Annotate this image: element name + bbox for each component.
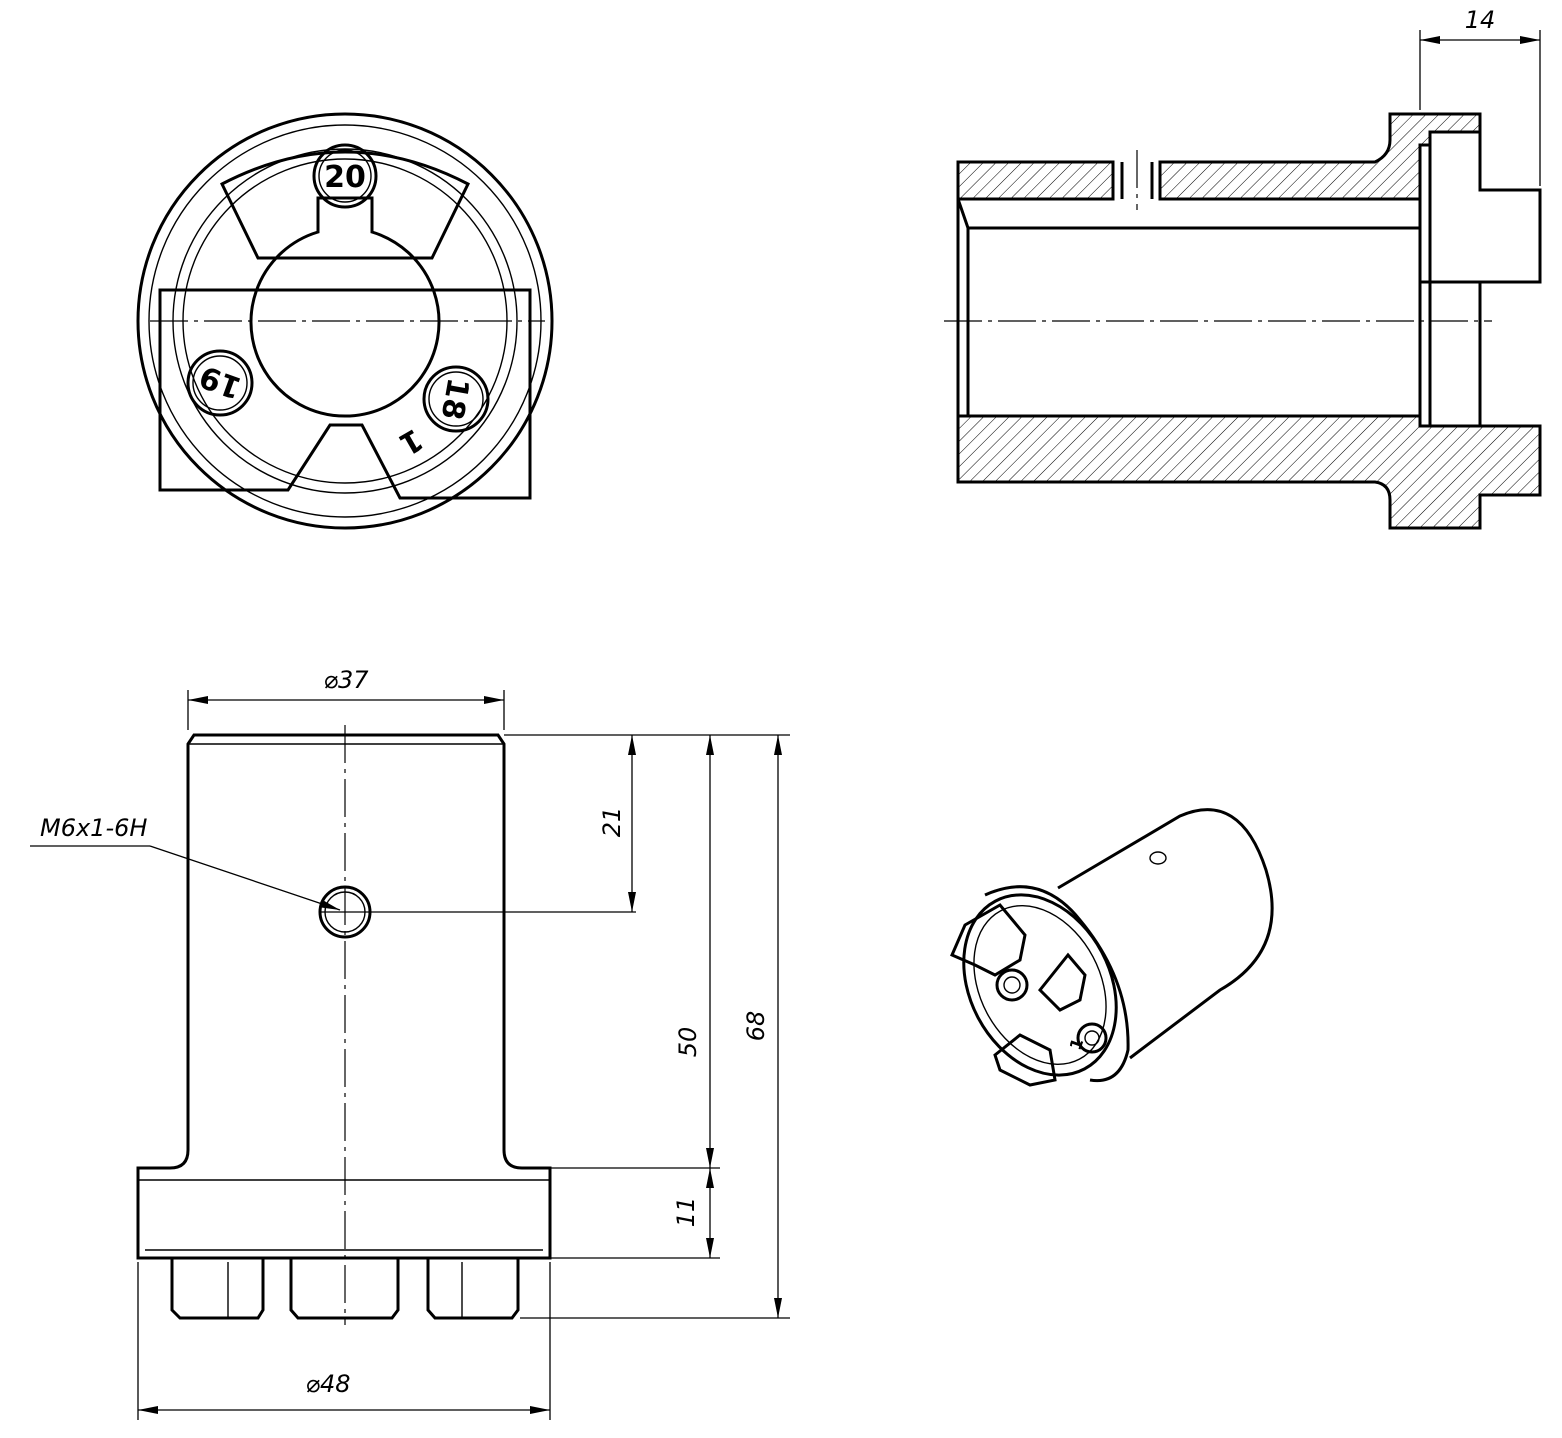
- thread-callout: M6x1-6H: [40, 814, 147, 842]
- front-view: 20 19 18 1: [136, 112, 554, 530]
- dimension-d48: ⌀48: [306, 1370, 351, 1398]
- lower-wall-section: [956, 414, 1542, 530]
- key-dog-sides: [158, 288, 532, 500]
- iso-drive-dog-top: [950, 903, 1027, 977]
- marking-20-circle: [312, 143, 378, 209]
- iso-shank-body: [1057, 808, 1274, 1060]
- marking-18: 18: [434, 375, 476, 422]
- iso-bore-right: [1076, 1022, 1108, 1054]
- dimension-d37: ⌀37: [324, 666, 370, 694]
- iso-flange-face: [962, 893, 1118, 1077]
- outer-rim: [136, 112, 554, 530]
- upper-wall-section: [956, 160, 1115, 201]
- iso-bore-left: [995, 968, 1029, 1002]
- marking-20: 20: [324, 160, 366, 195]
- thread-leader: [149, 845, 341, 911]
- section-view: 14: [944, 6, 1542, 530]
- radial-hole: [1111, 162, 1162, 199]
- iso-drive-dog-bottom: [993, 1033, 1057, 1087]
- drive-dog-right: [426, 1258, 520, 1320]
- drive-dog-left: [170, 1258, 265, 1320]
- drive-dog-center: [289, 1258, 400, 1320]
- dimension-21: 21: [598, 807, 626, 838]
- iso-drive-dog-right: [1037, 952, 1087, 1012]
- isometric-view: 1: [950, 808, 1274, 1087]
- marking-19-circle: [186, 349, 254, 417]
- flange-outline: [1418, 132, 1542, 426]
- side-view: M6x1-6H ⌀37 ⌀48 21 50 11 68: [30, 666, 790, 1420]
- iso-threaded-hole: [1149, 851, 1167, 865]
- iso-flange: [984, 885, 1130, 1083]
- dimension-68: 68: [742, 1011, 770, 1042]
- iso-marking-1: 1: [1066, 1036, 1088, 1053]
- marking-1: 1: [393, 421, 429, 462]
- dimension-50: 50: [674, 1027, 702, 1058]
- dimension-11: 11: [672, 1197, 700, 1228]
- dimension-14: 14: [1465, 6, 1496, 34]
- center-bore-with-keyway: [249, 196, 441, 418]
- bore-outline: [956, 198, 1420, 482]
- marking-18-circle: [422, 365, 490, 433]
